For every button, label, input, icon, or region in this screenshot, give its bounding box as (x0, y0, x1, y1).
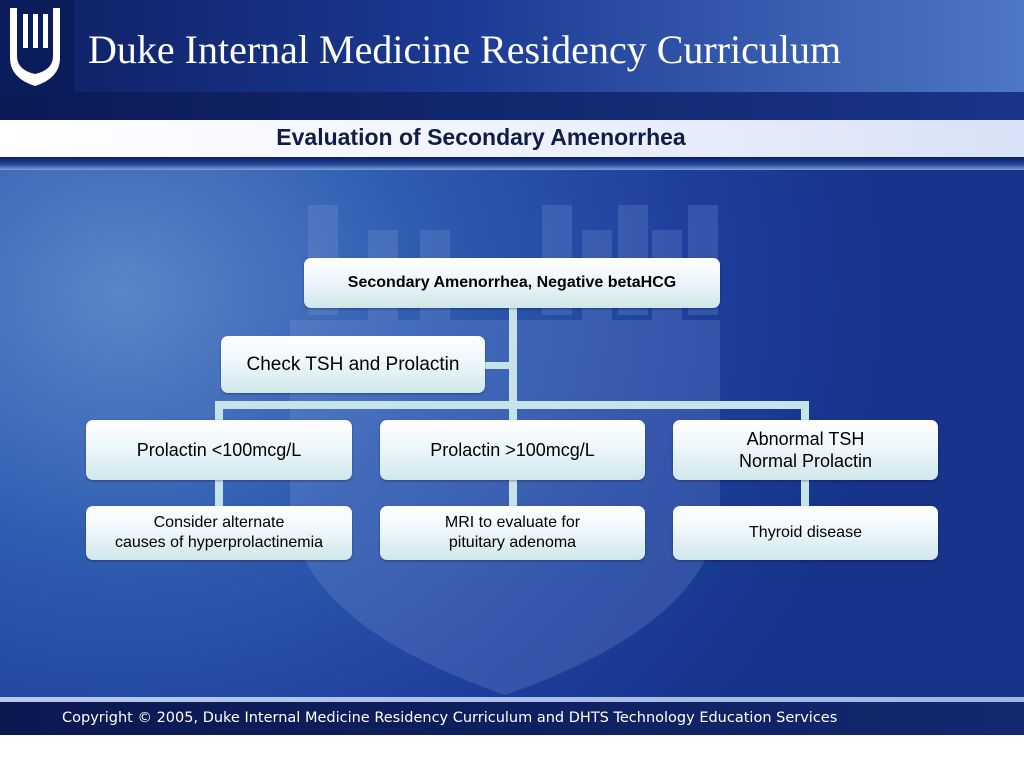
footer-bar (0, 702, 1024, 735)
action-node-label: Consider alternate causes of hyperprolac… (114, 514, 324, 551)
footer-divider (0, 697, 1024, 702)
assistant-node: Check TSH and Prolactin (221, 336, 485, 393)
duke-shield-icon (10, 8, 60, 86)
root-node: Secondary Amenorrhea, Negative betaHCG (304, 258, 720, 308)
connector-assistant (484, 362, 514, 369)
header-band-dark (0, 92, 1024, 120)
connector-right-action (801, 478, 809, 508)
slide-background: Duke Internal Medicine Residency Curricu… (0, 0, 1024, 735)
connector-drop-left (215, 401, 223, 423)
branch-node-prolactin-high: Prolactin >100mcg/L (380, 420, 645, 480)
action-node-thyroid-disease: Thyroid disease (673, 506, 938, 560)
branch-node-label: Abnormal TSH Normal Prolactin (738, 428, 873, 472)
copyright-text: Copyright © 2005, Duke Internal Medicine… (62, 710, 838, 726)
root-node-label: Secondary Amenorrhea, Negative betaHCG (347, 274, 677, 291)
header-title: Duke Internal Medicine Residency Curricu… (88, 27, 842, 72)
assistant-node-label: Check TSH and Prolactin (246, 353, 460, 375)
slide-subtitle: Evaluation of Secondary Amenorrhea (276, 124, 686, 150)
branch-node-abnormal-tsh: Abnormal TSH Normal Prolactin (673, 420, 938, 480)
header-bar: Duke Internal Medicine Residency Curricu… (0, 0, 1024, 92)
connector-root-trunk (509, 306, 517, 404)
connector-drop-right (801, 401, 809, 423)
branch-node-label: Prolactin <100mcg/L (136, 439, 302, 460)
connector-center-action (509, 478, 517, 508)
branch-node-label: Prolactin >100mcg/L (430, 439, 595, 460)
logo-container (0, 0, 74, 92)
connector-drop-center (509, 401, 517, 423)
action-node-label: MRI to evaluate for pituitary adenoma (444, 514, 581, 551)
subtitle-band (0, 120, 1024, 157)
action-node-label: Thyroid disease (749, 524, 862, 541)
branch-node-prolactin-low: Prolactin <100mcg/L (86, 420, 352, 480)
action-node-alternate-causes: Consider alternate causes of hyperprolac… (86, 506, 352, 560)
action-node-mri: MRI to evaluate for pituitary adenoma (380, 506, 645, 560)
connector-left-action (215, 478, 223, 508)
subtitle-band-underline (0, 157, 1024, 170)
